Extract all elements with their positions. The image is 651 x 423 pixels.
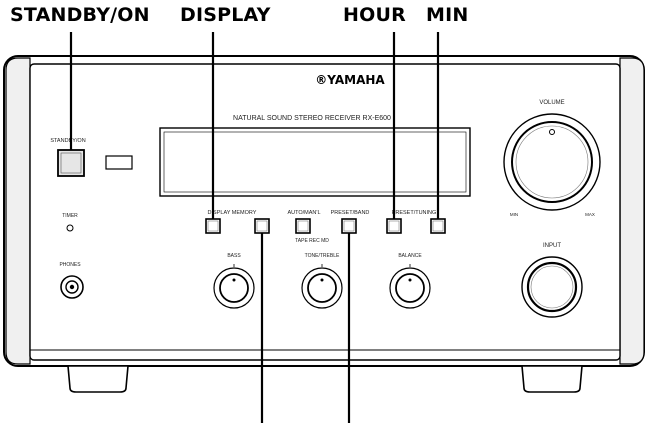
display-button[interactable] bbox=[205, 218, 221, 234]
front-face bbox=[29, 63, 621, 361]
bass-knob-label: BASS bbox=[227, 253, 241, 259]
timer-indicator bbox=[66, 224, 74, 232]
tape-rec-label: TAPE REC MD bbox=[295, 238, 329, 244]
right-foot bbox=[521, 365, 583, 393]
display-window bbox=[159, 127, 471, 197]
treble-knob[interactable] bbox=[301, 264, 343, 309]
preset-tuning-label: PRESET/TUNING bbox=[392, 210, 437, 216]
volume-min-label: MIN bbox=[510, 212, 518, 217]
brand-logo: ®YAMAHA bbox=[315, 73, 385, 87]
volume-label: VOLUME bbox=[539, 100, 564, 106]
model-line: NATURAL SOUND STEREO RECEIVER RX-E600 bbox=[233, 115, 391, 122]
balance-knob-label: BALANCE bbox=[398, 253, 422, 259]
input-label: INPUT bbox=[543, 243, 561, 249]
standby-on-button[interactable] bbox=[57, 149, 85, 177]
remote-sensor bbox=[105, 155, 133, 170]
display-memory-label: DISPLAY MEMORY bbox=[208, 210, 257, 216]
callout-display: DISPLAY bbox=[180, 4, 271, 26]
timer-label: TIMER bbox=[62, 213, 78, 219]
callout-hour: HOUR bbox=[343, 4, 406, 26]
preset-band-label: PRESET/BAND bbox=[331, 210, 370, 216]
tone-knob-label: TONE/TREBLE bbox=[305, 253, 340, 259]
left-foot bbox=[67, 365, 129, 393]
callout-min: MIN bbox=[426, 4, 469, 26]
input-selector-knob[interactable] bbox=[521, 256, 583, 318]
balance-knob[interactable] bbox=[389, 264, 431, 309]
hour-button[interactable] bbox=[386, 218, 402, 234]
cabinet-right-side bbox=[619, 57, 645, 365]
bass-knob[interactable] bbox=[213, 264, 255, 309]
auto-man-label: AUTO/MAN'L bbox=[287, 210, 320, 216]
memory-button[interactable] bbox=[254, 218, 270, 234]
volume-max-label: MAX bbox=[585, 212, 595, 217]
auto-man-button[interactable] bbox=[295, 218, 311, 234]
cabinet-left-side bbox=[5, 57, 31, 365]
standby-small-label: STANDBY/ON bbox=[50, 138, 85, 144]
preset-band-button[interactable] bbox=[341, 218, 357, 234]
phones-label: PHONES bbox=[59, 262, 81, 268]
callout-standby-on: STANDBY/ON bbox=[10, 4, 150, 26]
volume-knob[interactable] bbox=[503, 113, 601, 211]
min-button[interactable] bbox=[430, 218, 446, 234]
